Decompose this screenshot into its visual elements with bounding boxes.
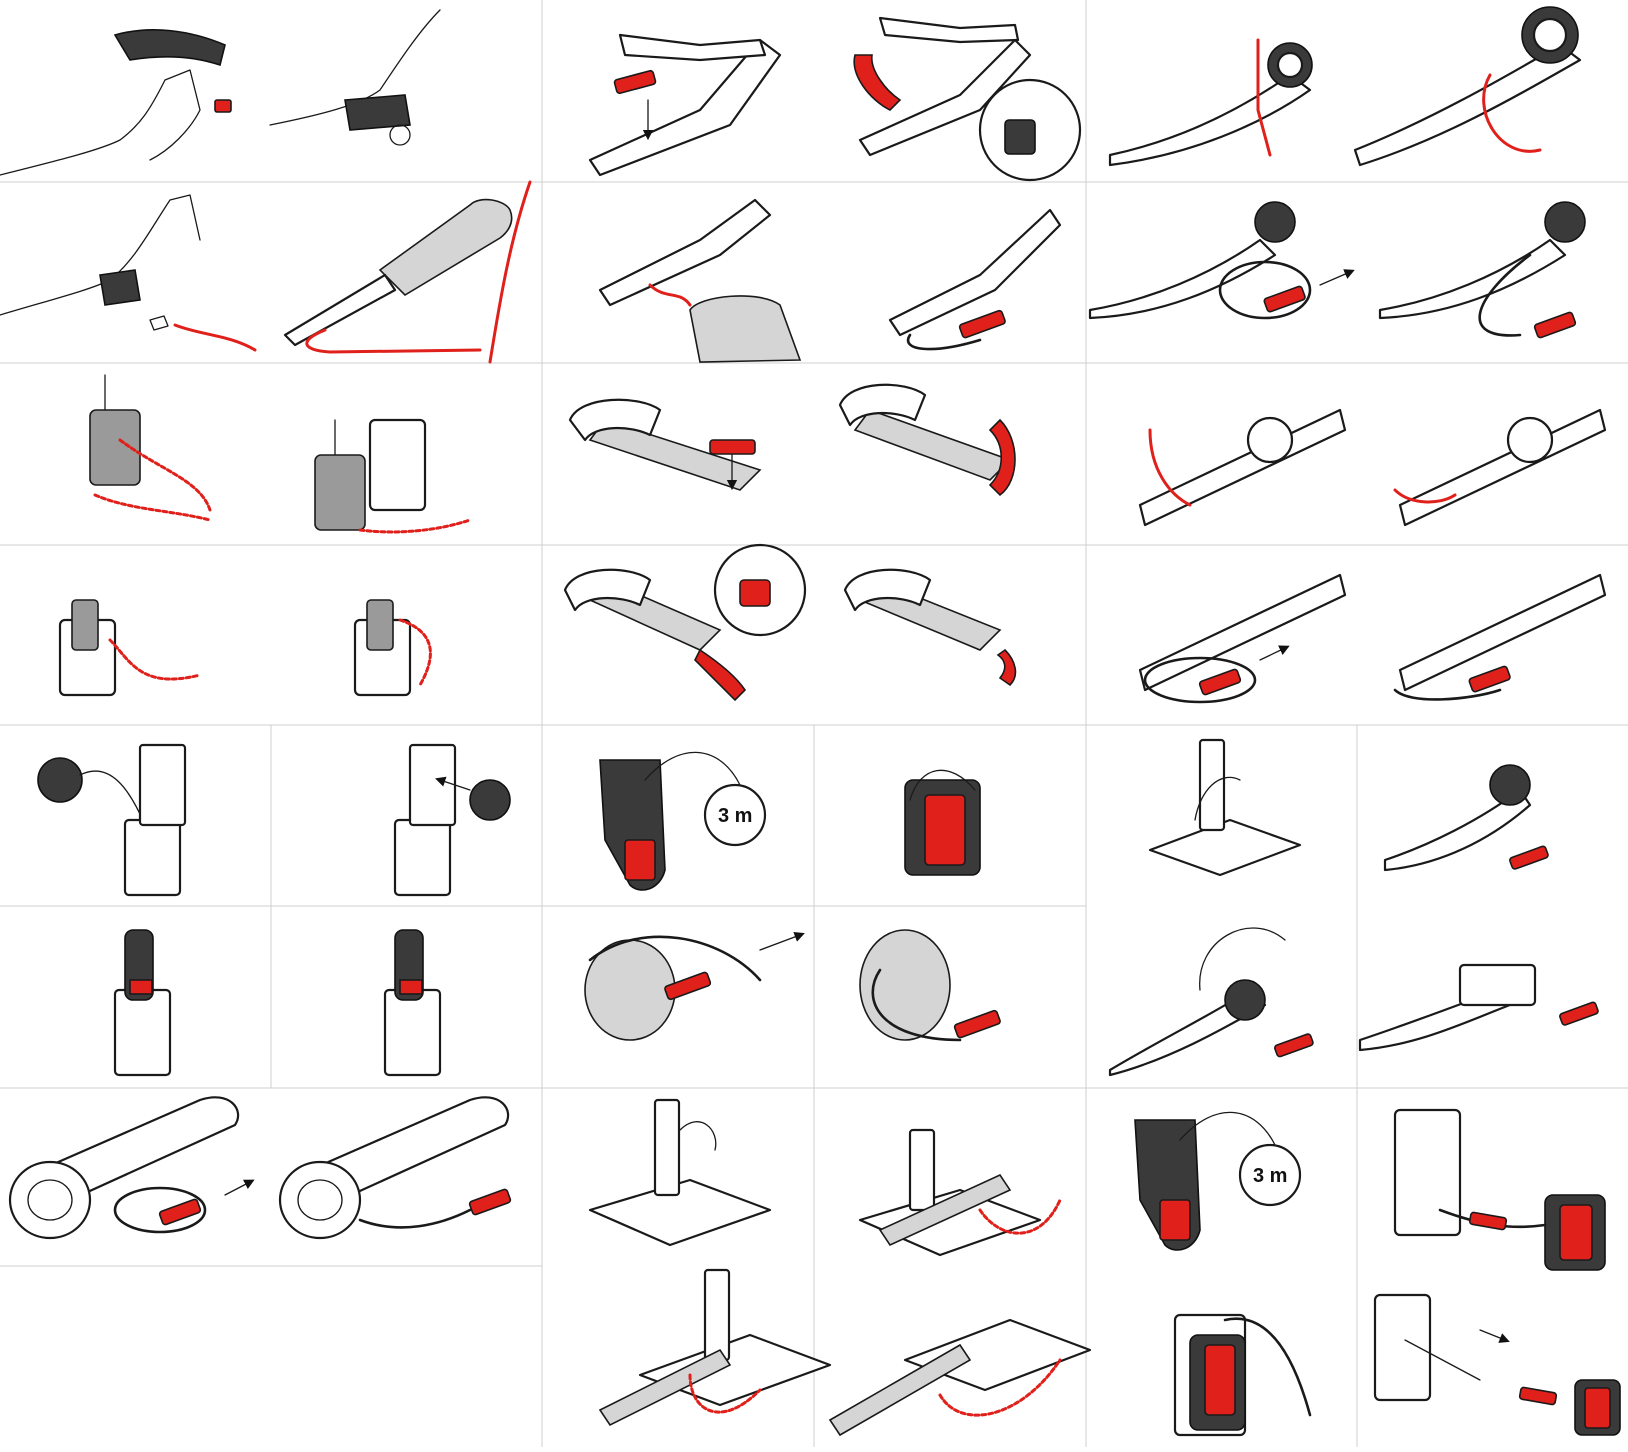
- tape-measure-holster-icon: 3 m: [584, 751, 1001, 1042]
- ratchet-holster-icon: [1108, 738, 1599, 1077]
- podger-ratchet-tether-icon: [1088, 6, 1586, 339]
- tool-holster-lanyard-icon: [588, 1098, 1092, 1437]
- holster-retractor-icon: [37, 743, 511, 1077]
- wrist-strap-icon: [0, 9, 441, 352]
- screwdriver-lanyard-icon: [283, 180, 532, 364]
- tape-measure-label-1: 3 m: [718, 805, 752, 827]
- spirit-level-tether-icon: [1138, 408, 1607, 704]
- tape-measure-holster-icon-2: 3 m: [1134, 1108, 1621, 1437]
- radio-coil-lanyard-icon: [58, 374, 472, 697]
- socket-tether-icon: [8, 1096, 512, 1240]
- pliers-tether-icon: [588, 16, 1082, 363]
- tape-measure-label-2: 3 m: [1253, 1165, 1287, 1187]
- hammer-tether-icon: [563, 383, 1017, 702]
